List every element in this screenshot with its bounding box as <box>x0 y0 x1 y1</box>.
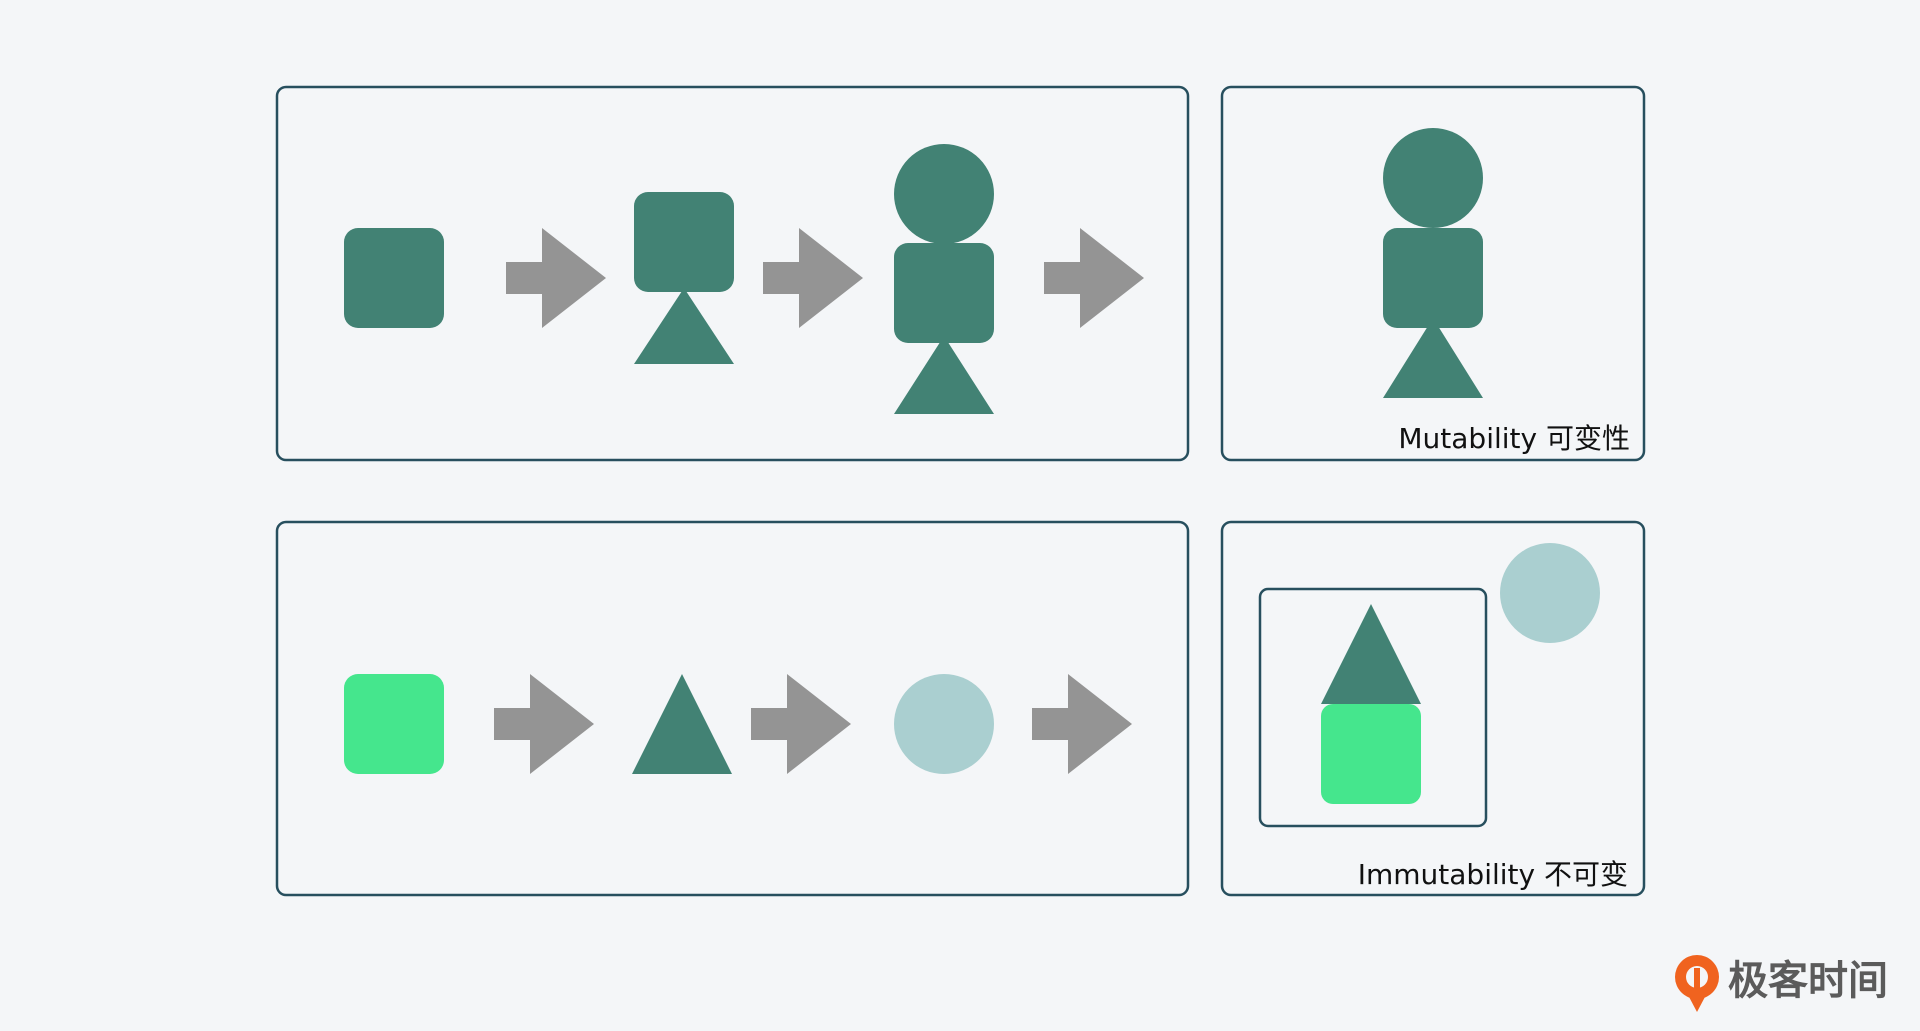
immutable-light-circle <box>894 674 994 774</box>
mutable-result-triangle <box>1383 318 1483 398</box>
immutable-arrow-3 <box>1032 674 1132 774</box>
mutable-square <box>344 228 444 328</box>
mutable-step3-triangle <box>894 336 994 414</box>
immutable-sequence-frame <box>275 520 1190 897</box>
immutability-result-frame <box>1220 520 1646 897</box>
immutability-label: Immutability 不可变 <box>1358 858 1628 891</box>
mutable-step3-square <box>894 243 994 343</box>
mutability-result-frame <box>1220 85 1646 462</box>
mutable-arrow-2 <box>763 228 863 328</box>
immutable-arrow-1 <box>494 674 594 774</box>
immutable-green-square <box>344 674 444 774</box>
mutable-step2-triangle <box>634 288 734 364</box>
mutable-sequence-frame <box>275 85 1190 462</box>
mutable-arrow-3 <box>1044 228 1144 328</box>
immutable-inner-frame <box>1258 587 1488 828</box>
immutable-arrow-2 <box>751 674 851 774</box>
geektime-logo-icon <box>1675 955 1719 1012</box>
immutable-triangle <box>632 674 732 774</box>
mutable-result-circle <box>1383 128 1483 228</box>
immutable-result-green-square <box>1321 704 1421 804</box>
mutability-label: Mutability 可变性 <box>1398 422 1630 455</box>
immutable-result-triangle <box>1321 604 1421 704</box>
mutable-result-square <box>1383 228 1483 328</box>
mutable-arrow-1 <box>506 228 606 328</box>
logo-text: 极客时间 <box>1728 958 1888 1004</box>
mutable-step3-circle <box>894 144 994 244</box>
immutable-result-light-circle <box>1500 543 1600 643</box>
mutable-step2-square <box>634 192 734 292</box>
